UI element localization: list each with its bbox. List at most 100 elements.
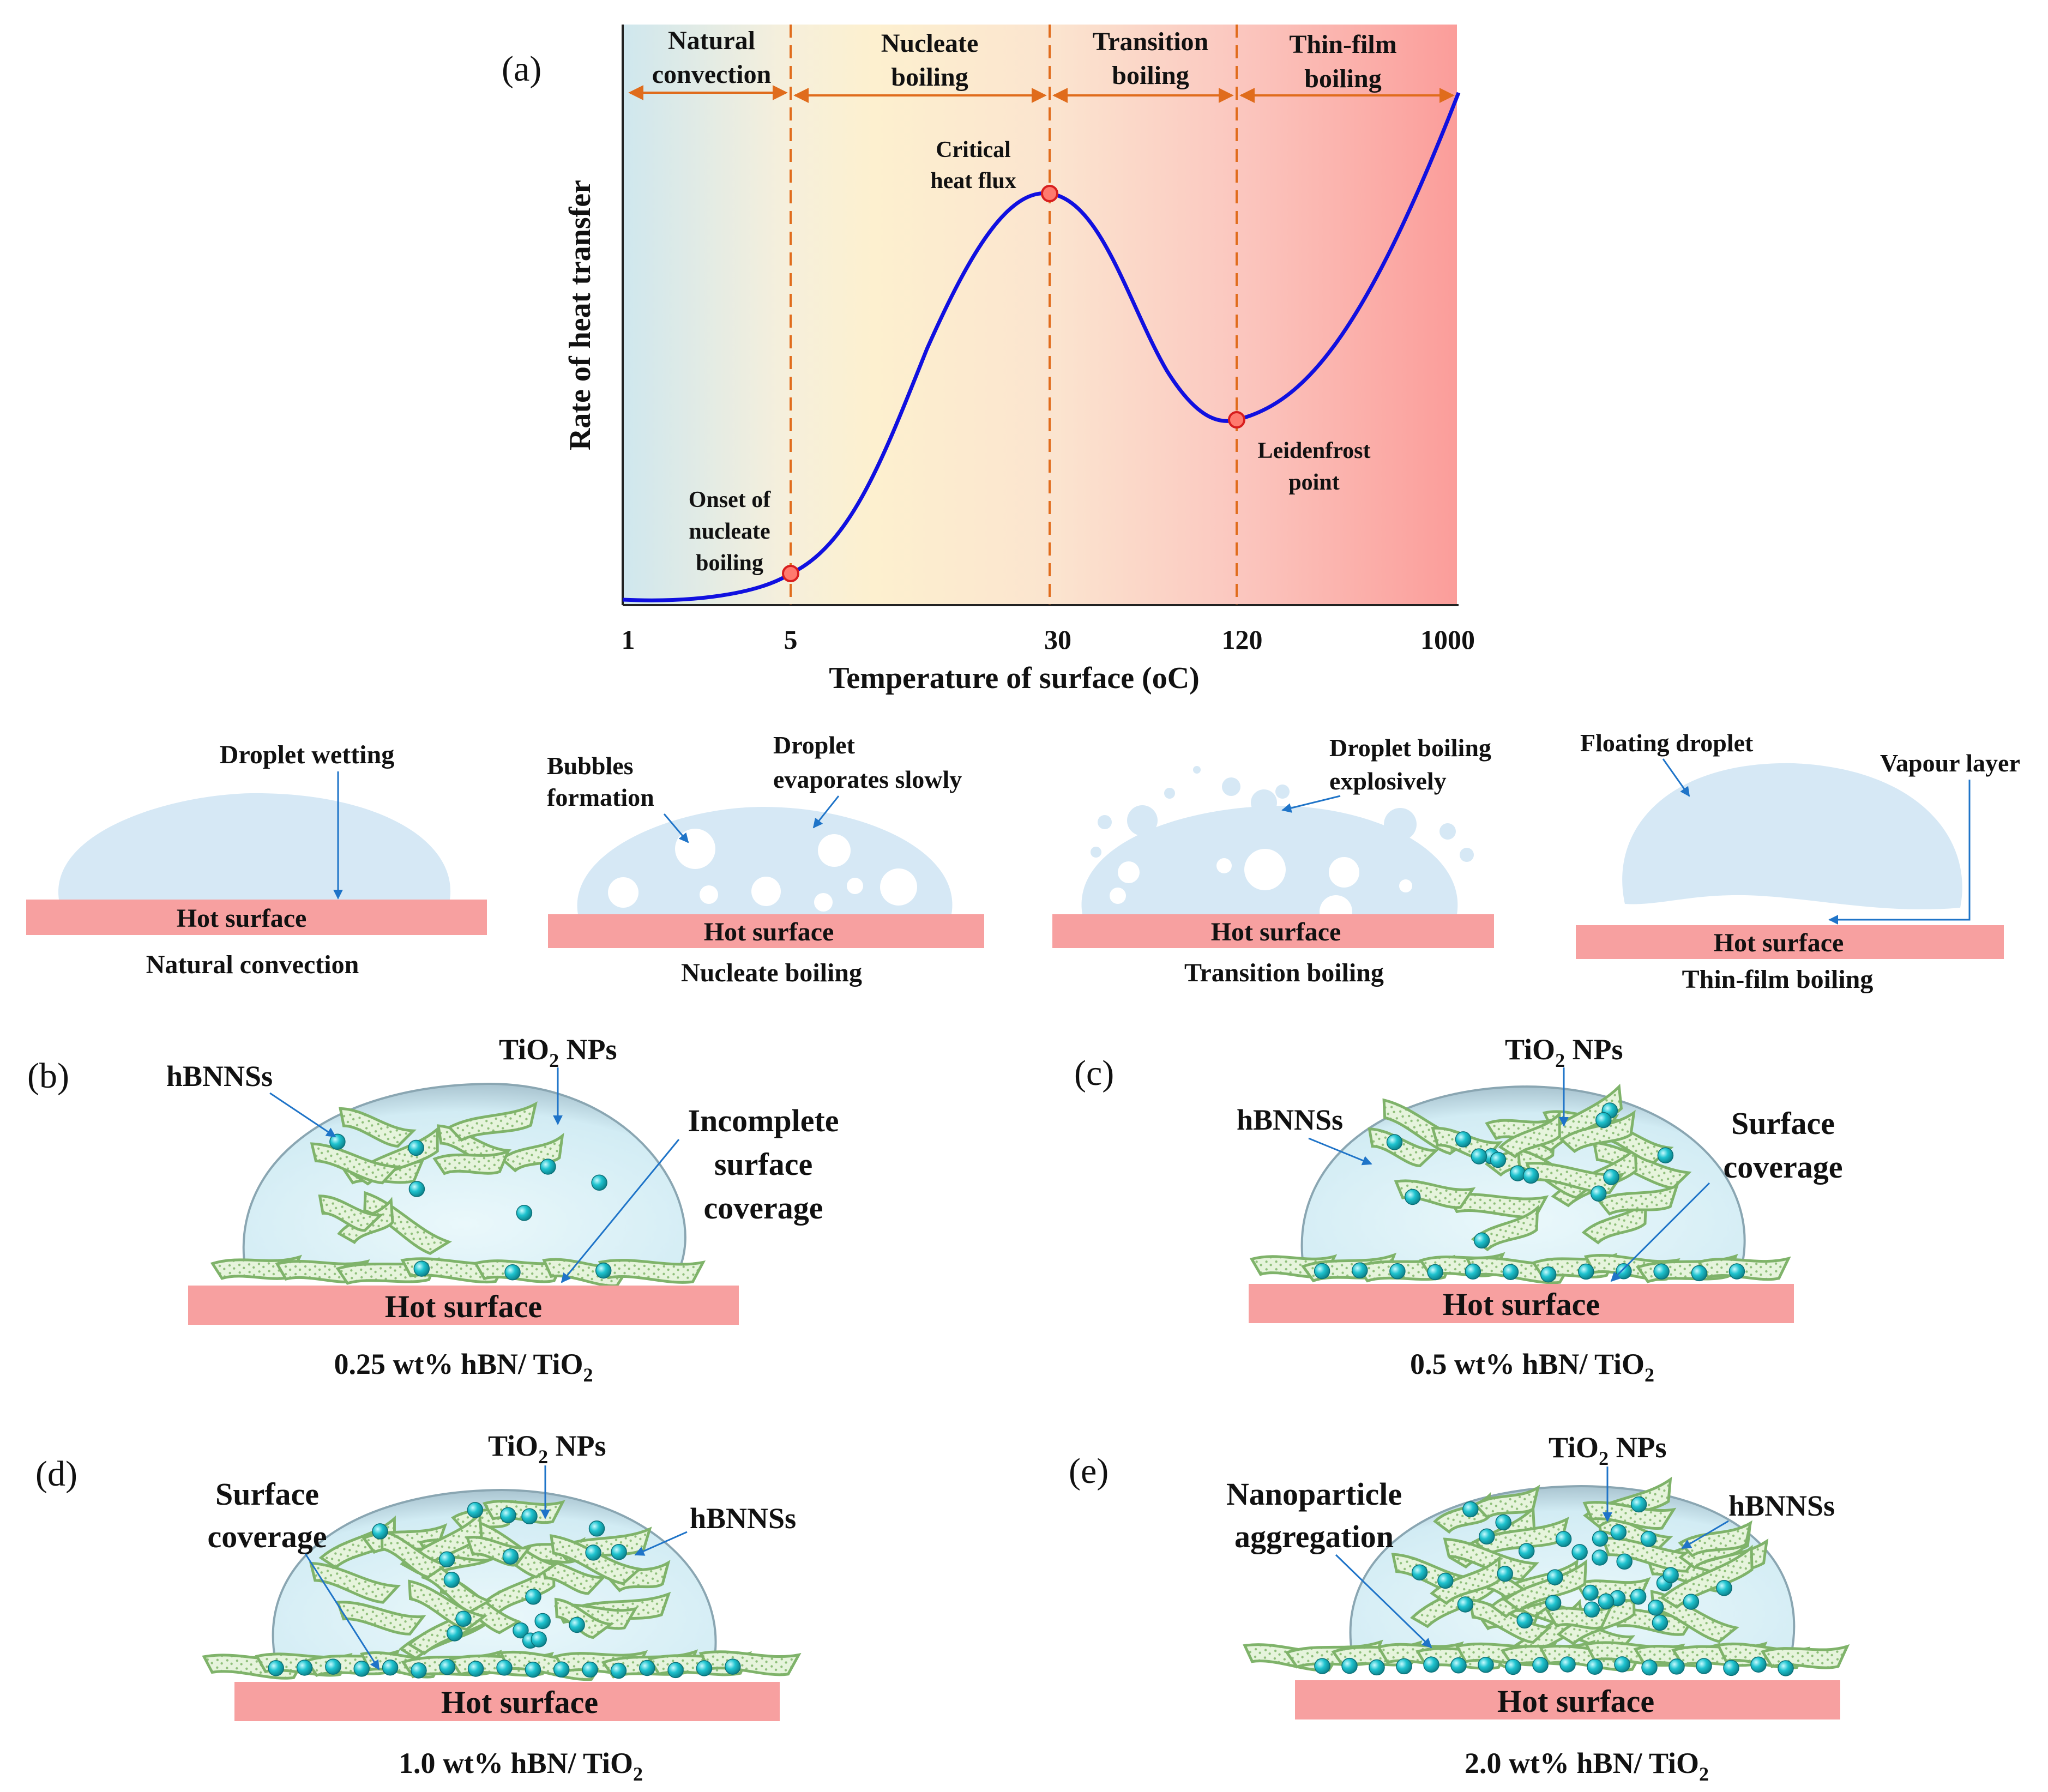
hot-surface-label: Hot surface [704,918,834,946]
hbn-nanosheet [1503,1559,1588,1613]
aggregation-pointer [1335,1554,1432,1649]
hbn-nanosheet [432,1149,511,1175]
tio2-nanoparticle [582,1661,598,1678]
tio2-nanoparticle [610,1662,627,1679]
hbn-nanosheet [598,1259,706,1284]
tio2-nanoparticle [1509,1165,1526,1181]
pointer-label-floating: Floating droplet [1580,729,1754,757]
hot-surface-bar [1052,914,1494,948]
tio2-nanoparticle [1437,1572,1454,1589]
tio2-nanoparticle [1314,1263,1330,1280]
hbnnss-sheets [1391,1476,1769,1672]
hbn-nanosheet [1473,1517,1569,1556]
tio2-nanoparticle [382,1659,399,1676]
tio2-nanoparticle [1578,1263,1594,1280]
x-axis-label: Temperature of surface (oC) [829,661,1200,695]
hot-surface-bar [26,900,487,935]
hbn-nanosheet [1473,1485,1540,1519]
tio2-nanoparticle [1728,1263,1745,1280]
tio2-nanoparticle [1473,1232,1490,1249]
tio2-nanoparticle [639,1660,655,1676]
hbn-nanosheet [336,1601,426,1636]
x-tick-1000: 1000 [1420,624,1475,655]
hbn-nanosheet [447,1101,538,1142]
hbnnss-pointer [1681,1520,1729,1549]
hbn-nanosheet [380,1529,450,1579]
tio2-nanoparticle [1427,1264,1443,1281]
hbnnss-base-layer [202,1649,802,1681]
pointer-label-evaporates-1: Droplet [773,731,856,759]
regime-label-transition-1: Transition [1093,27,1208,56]
tio2-nanoparticle [1471,1148,1487,1165]
hot-surface-label: Hot surface [1211,918,1341,946]
tio2-nanoparticle [1522,1167,1539,1184]
tio2-nanoparticle [1663,1567,1679,1583]
pointer-label-bubbles-1: Bubbles [547,752,634,780]
droplet-shape [58,793,451,900]
tio2-nanoparticle [504,1264,521,1281]
tio2-nanoparticle [1559,1656,1576,1673]
tio2-nanoparticle [1495,1514,1511,1531]
coating-caption: 1.0 wt% hBN/ TiO2 [399,1747,643,1785]
hbn-nanosheet [1678,1520,1752,1558]
hot-surface-bar [1295,1680,1840,1719]
tio2-nanoparticle [1683,1594,1700,1610]
tio2-nanoparticle [591,1174,607,1191]
hbn-nanosheet [1498,1111,1561,1159]
tio2-nanoparticle [1369,1659,1385,1676]
regime-label-transition-2: boiling [1112,61,1189,90]
tio2-nanoparticle [296,1660,313,1676]
coverage-note-1: Surface [215,1476,319,1512]
aggregation-note-1: Nanoparticle [1226,1476,1402,1512]
tio2-nanoparticle [1614,1656,1630,1673]
hot-surface-label: Hot surface [385,1289,542,1324]
tio2-nanoparticle [1598,1593,1615,1610]
tio2-nanoparticle [525,1589,541,1605]
tio2-nanoparticle [1696,1658,1712,1674]
tio2-nanoparticle [439,1658,456,1675]
coverage-note-1: Surface [1731,1106,1835,1141]
tio2-nanoparticle [1691,1265,1708,1282]
leidenfrost-label-1: Leidenfrost [1258,438,1371,463]
hot-surface-label: Hot surface [1443,1287,1600,1322]
tio2-nanoparticle [1532,1657,1549,1673]
tio2-nanoparticle [1389,1263,1406,1280]
pointer-label-explosive-2: explosively [1329,767,1447,795]
tio2-nanoparticle [1616,1263,1632,1280]
tio2-nanoparticle [1341,1657,1358,1674]
pointer-label-vapour: Vapour layer [1880,749,2020,777]
tio2-nanoparticle [467,1501,484,1518]
tio2-nanoparticle [725,1658,741,1675]
tio2-nanoparticle [1668,1658,1685,1675]
hbn-nanosheet [1545,1604,1614,1630]
coating-caption: 0.5 wt% hBN/ TiO2 [1410,1348,1654,1386]
pointer-arrow-explosive [1281,795,1341,813]
hbn-nanosheet [1559,1109,1636,1153]
chart-background [623,25,1457,605]
hot-surface-bar [1249,1284,1794,1323]
hot-surface-label: Hot surface [1497,1684,1654,1719]
pointer-arrow-floating [1662,758,1690,797]
pointer-label-wetting: Droplet wetting [220,740,394,769]
hot-surface-label: Hot surface [441,1685,598,1720]
tio2-nanoparticle [516,1205,533,1221]
hbn-nanosheet [309,1561,401,1604]
hbn-nanosheet [1596,1183,1679,1216]
aggregation-note-2: aggregation [1234,1519,1394,1554]
droplet-shape [1622,763,1962,910]
hot-surface-label: Hot surface [1714,928,1844,957]
tio2-nanoparticle [1583,1601,1600,1618]
tio2-nanoparticle [696,1660,713,1676]
regime-label-thinfilm-2: boiling [1304,64,1381,93]
pointer-label-bubbles-2: formation [547,783,654,811]
tio2-nanoparticles [329,1133,607,1221]
tio2-nanoparticle [1505,1658,1521,1675]
tio2-nanoparticle [413,1260,430,1277]
hbnnss-label: hBNNSs [1237,1103,1343,1136]
tio2-nanoparticles [1411,1496,1732,1631]
tio2-base-nanoparticles [1314,1656,1794,1676]
coverage-pointer [561,1139,680,1283]
hbnnss-label: hBNNSs [690,1502,796,1535]
tio2-nanoparticle [325,1658,341,1675]
tio2-nanoparticle [1404,1188,1421,1205]
